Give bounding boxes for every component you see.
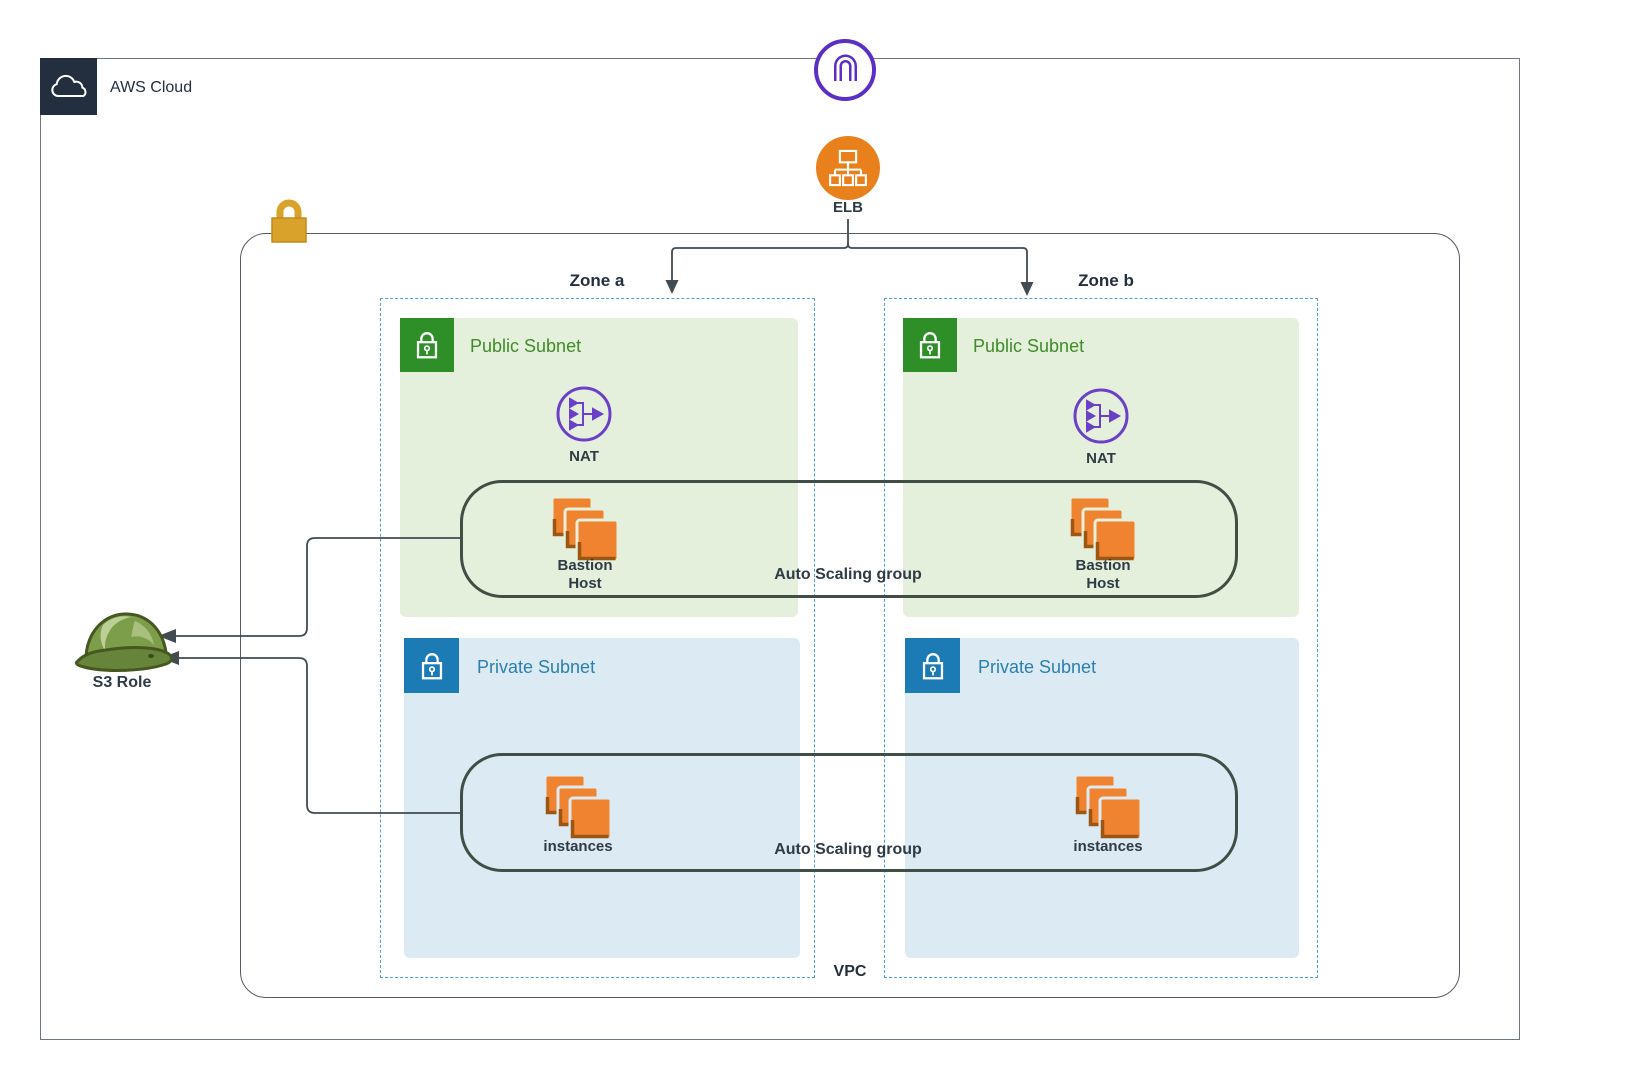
nat-gateway-icon-a bbox=[555, 385, 613, 443]
auto-scaling-group-label-instances: Auto Scaling group bbox=[774, 841, 922, 858]
bastion-host-label-b: Bastion Host bbox=[1075, 557, 1131, 592]
aws-cloud-icon bbox=[40, 58, 97, 115]
public-subnet-title-b: Public Subnet bbox=[973, 336, 1085, 356]
bastion-instances-icon-b bbox=[1068, 495, 1138, 563]
bastion-host-label-a: Bastion Host bbox=[557, 557, 613, 592]
elb-label: ELB bbox=[833, 199, 863, 216]
zone-a-label: Zone a bbox=[569, 271, 625, 290]
zone-b-container bbox=[884, 298, 1318, 978]
zone-b-label: Zone b bbox=[1078, 271, 1134, 290]
bastion-instances-icon-a bbox=[550, 495, 620, 563]
public-subnet-lock-icon-a bbox=[400, 318, 454, 372]
s3-role-icon bbox=[72, 604, 176, 676]
instances-label-b: instances bbox=[1073, 838, 1143, 855]
nat-label-b: NAT bbox=[1086, 450, 1116, 467]
cloud-icon bbox=[50, 74, 86, 97]
auto-scaling-group-label-bastion: Auto Scaling group bbox=[774, 566, 922, 583]
private-subnet-title-b: Private Subnet bbox=[978, 657, 1097, 677]
vpc-lock-icon bbox=[267, 195, 311, 245]
auto-scaling-group-bastion bbox=[460, 480, 1238, 598]
elb-icon bbox=[816, 136, 880, 200]
s3-role-label: S3 Role bbox=[92, 674, 152, 691]
nat-gateway-icon-b bbox=[1072, 387, 1130, 445]
zone-a-container bbox=[380, 298, 815, 978]
instances-icon-b bbox=[1073, 773, 1143, 841]
instances-label-a: instances bbox=[543, 838, 613, 855]
instances-icon-a bbox=[543, 773, 613, 841]
private-subnet-title-a: Private Subnet bbox=[477, 657, 596, 677]
vpc-label: VPC bbox=[833, 963, 867, 980]
public-subnet-lock-icon-b bbox=[903, 318, 957, 372]
internet-gateway-icon bbox=[814, 39, 876, 101]
aws-cloud-label: AWS Cloud bbox=[110, 79, 193, 96]
auto-scaling-group-instances bbox=[460, 753, 1238, 872]
public-subnet-title-a: Public Subnet bbox=[470, 336, 582, 356]
private-subnet-lock-icon-b bbox=[905, 638, 960, 693]
nat-label-a: NAT bbox=[569, 448, 599, 465]
aws-cloud-container bbox=[40, 58, 1520, 1040]
private-subnet-lock-icon-a bbox=[404, 638, 459, 693]
